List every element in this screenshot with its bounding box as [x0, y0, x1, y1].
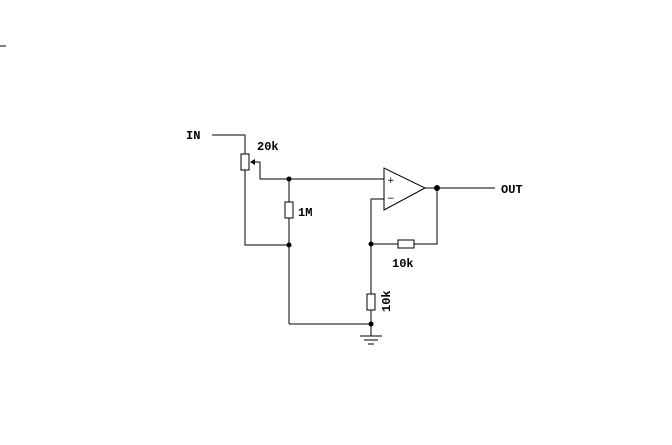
feedback-wire-right: [414, 188, 438, 245]
junction-dot: [286, 242, 292, 248]
resistor-1m: [284, 201, 294, 219]
label-potentiometer: 20k: [257, 140, 279, 154]
label-feedback-resistor: 10k: [392, 257, 414, 271]
input-wire: [212, 134, 246, 154]
junction-dot: [368, 321, 374, 327]
junction-dot: [368, 241, 374, 247]
label-ground-resistor: 10k: [380, 290, 394, 312]
label-out: OUT: [501, 183, 523, 197]
wiper-arrow-icon: [250, 159, 255, 165]
junction-dot: [434, 185, 440, 191]
label-bias-resistor: 1M: [298, 206, 312, 220]
label-in: IN: [186, 129, 200, 143]
resistor-feedback-10k: [397, 239, 415, 249]
inverting-wire: [370, 198, 384, 244]
junction-dot: [286, 176, 292, 182]
opamp-plus-sign: +: [387, 176, 395, 186]
ground-icon: [360, 335, 382, 345]
potentiometer-20k: [240, 153, 250, 171]
pot-bottom-wire: [244, 170, 289, 246]
opamp-minus-sign: −: [387, 194, 395, 204]
opamp: [383, 167, 427, 211]
wiper-wire: [259, 162, 289, 180]
resistor-ground-10k: [366, 293, 376, 311]
